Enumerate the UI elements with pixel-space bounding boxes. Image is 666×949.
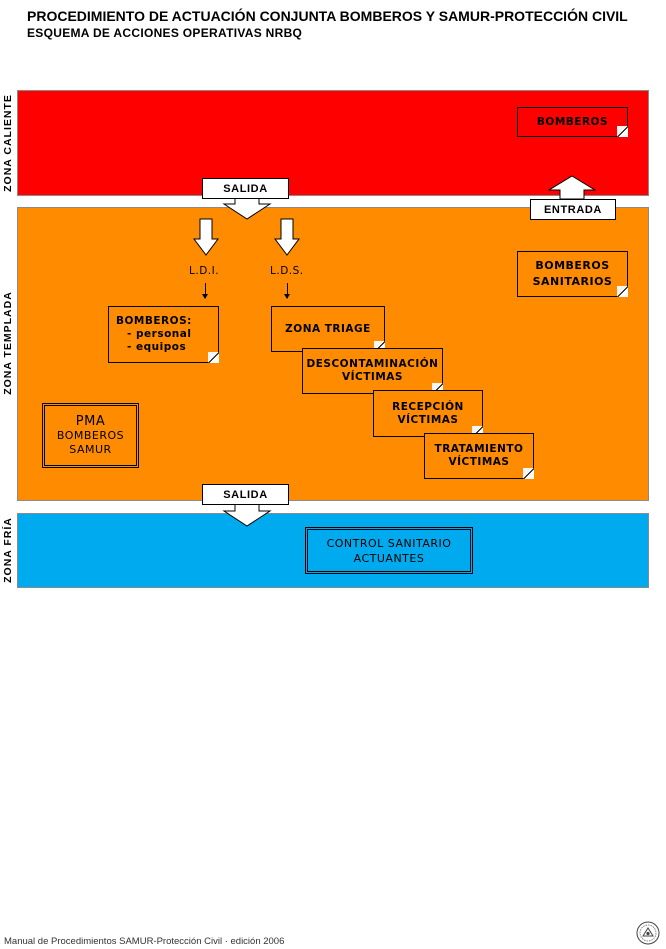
pma-line1: PMA xyxy=(75,413,106,429)
tratamiento-line2: VÍCTIMAS xyxy=(448,456,510,468)
zona-templada-label: ZONA TEMPLADA xyxy=(2,291,14,395)
footer-text: Manual de Procedimientos SAMUR-Protecció… xyxy=(4,936,285,947)
recepcion-line2: VÍCTIMAS xyxy=(397,413,459,426)
recepcion-line1: RECEPCIÓN xyxy=(392,400,464,413)
recepcion-box: RECEPCIÓN VÍCTIMAS xyxy=(373,390,483,437)
page-subtitle: ESQUEMA DE ACCIONES OPERATIVAS NRBQ xyxy=(27,26,303,40)
bomberos-hot-label: BOMBEROS xyxy=(536,115,609,128)
bomberos-list-item-personal: - personal xyxy=(127,328,192,340)
tratamiento-line1: TRATAMIENTO xyxy=(434,443,524,455)
bomberos-hot-box: BOMBEROS xyxy=(517,107,628,137)
lds-down-arrow-icon xyxy=(274,218,300,256)
salida-top-arrow-icon xyxy=(222,196,272,220)
lds-label: L.D.S. xyxy=(270,265,304,277)
zona-fria-label: ZONA FRÍA xyxy=(2,517,14,583)
zona-caliente-label: ZONA CALIENTE xyxy=(2,94,14,192)
bomberos-sanitarios-line2: SANITARIOS xyxy=(532,275,613,288)
samur-seal-icon xyxy=(636,921,660,945)
lds-small-arrow-icon xyxy=(284,283,290,299)
salida-top-tag: SALIDA xyxy=(202,178,289,199)
control-sanitario-box: CONTROL SANITARIO ACTUANTES xyxy=(305,527,473,574)
bomberos-personal-equipos-box: BOMBEROS: - personal - equipos xyxy=(108,306,219,363)
entrada-label: ENTRADA xyxy=(544,203,602,216)
bomberos-sanitarios-line1: BOMBEROS xyxy=(535,259,610,272)
descontaminacion-line1: DESCONTAMINACIÓN xyxy=(306,358,439,370)
pma-box: PMA BOMBEROS SAMUR xyxy=(42,403,139,468)
zona-triage-box: ZONA TRIAGE xyxy=(271,306,385,352)
entrada-arrow-icon xyxy=(548,175,596,200)
pma-line3: SAMUR xyxy=(69,442,112,456)
bomberos-list-item-equipos: - equipos xyxy=(127,341,187,353)
salida-bottom-arrow-icon xyxy=(222,503,272,527)
pma-line2: BOMBEROS xyxy=(56,428,125,442)
page-title: PROCEDIMIENTO DE ACTUACIÓN CONJUNTA BOMB… xyxy=(27,8,628,24)
ldi-down-arrow-icon xyxy=(193,218,219,256)
descontaminacion-box: DESCONTAMINACIÓN VÍCTIMAS xyxy=(302,348,443,394)
zona-triage-label: ZONA TRIAGE xyxy=(285,322,371,335)
control-line1: CONTROL SANITARIO xyxy=(326,536,452,550)
salida-bottom-tag: SALIDA xyxy=(202,484,289,505)
entrada-tag: ENTRADA xyxy=(530,199,616,220)
salida-bottom-label: SALIDA xyxy=(223,488,268,501)
control-line2: ACTUANTES xyxy=(353,551,425,565)
ldi-small-arrow-icon xyxy=(202,283,208,299)
bomberos-list-heading: BOMBEROS: xyxy=(116,315,192,327)
descontaminacion-line2: VÍCTIMAS xyxy=(342,371,403,383)
tratamiento-box: TRATAMIENTO VÍCTIMAS xyxy=(424,433,534,479)
salida-top-label: SALIDA xyxy=(223,182,268,195)
bomberos-sanitarios-box: BOMBEROS SANITARIOS xyxy=(517,251,628,297)
ldi-label: L.D.I. xyxy=(189,265,220,277)
